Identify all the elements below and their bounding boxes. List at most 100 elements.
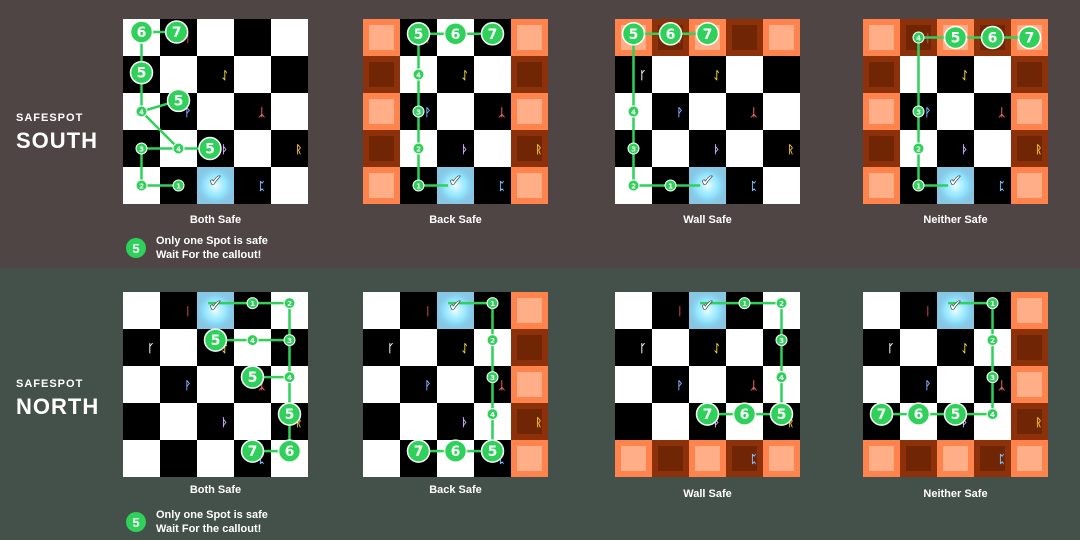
step-marker-small: 3 <box>775 334 788 347</box>
svg-text:6: 6 <box>137 25 147 41</box>
board-tile <box>937 93 974 130</box>
route-line <box>700 301 783 415</box>
board-tile <box>437 329 474 366</box>
svg-text:4: 4 <box>416 72 421 80</box>
rune-icon: ᛈ <box>998 180 1005 193</box>
step-marker-small: 4 <box>246 334 259 347</box>
rune-icon: ᚦ <box>713 143 720 156</box>
rune-icon: ᚱ <box>535 143 542 156</box>
board-tile <box>123 329 160 366</box>
svg-text:7: 7 <box>414 444 424 460</box>
rune-icon: ᛇ <box>961 69 968 82</box>
svg-text:7: 7 <box>703 407 713 423</box>
board-tile <box>974 56 1011 93</box>
board-tile <box>197 440 234 477</box>
svg-text:1: 1 <box>668 183 673 191</box>
board-tile <box>726 93 763 130</box>
route-line <box>448 301 494 452</box>
step-marker-large: 7 <box>869 402 894 426</box>
board-tile <box>726 130 763 167</box>
south-title-big: SOUTH <box>16 128 98 153</box>
board-tile <box>160 292 197 329</box>
board-tile <box>437 366 474 403</box>
board-tile <box>652 130 689 167</box>
checkmark-icon: ✔ <box>449 171 462 190</box>
board-tile <box>937 329 974 366</box>
board-tile <box>197 93 234 130</box>
rune-icon: ᛇ <box>713 69 720 82</box>
board-tile <box>974 167 1011 204</box>
step-marker-small: 4 <box>412 68 425 81</box>
board-tile <box>123 403 160 440</box>
svg-text:7: 7 <box>1025 31 1035 47</box>
board-tile <box>234 403 271 440</box>
svg-text:1: 1 <box>490 300 495 308</box>
rune-icon: ᚴ <box>639 342 646 355</box>
rune-icon: ᚱ <box>787 416 794 429</box>
step-marker-large: 5 <box>166 88 191 113</box>
step-marker-small: 4 <box>135 105 148 118</box>
board-tile <box>763 167 800 204</box>
legend-south: 5 Only one Spot is safe Wait For the cal… <box>126 234 268 262</box>
rune-icon: ᛈ <box>498 180 505 193</box>
board-tile <box>689 93 726 130</box>
svg-text:1: 1 <box>916 183 921 191</box>
svg-text:5: 5 <box>205 142 215 158</box>
rune-icon: ᚱ <box>1035 143 1042 156</box>
svg-text:5: 5 <box>777 407 787 423</box>
step-marker-small: 3 <box>912 105 925 118</box>
board-tile <box>689 366 726 403</box>
step-marker-large: 5 <box>943 25 968 50</box>
svg-text:4: 4 <box>287 374 292 382</box>
step-marker-small: 1 <box>664 179 677 192</box>
board-tile <box>123 292 160 329</box>
rune-icon: ᛁ <box>676 305 683 318</box>
board-tile <box>197 56 234 93</box>
board-tile <box>615 292 652 329</box>
checkmark-icon: ✔ <box>701 296 714 315</box>
north-title-small: SAFESPOT <box>16 378 84 390</box>
safe-tile <box>937 292 974 329</box>
board-tile <box>763 130 800 167</box>
step-marker-large: 5 <box>480 439 505 463</box>
board-tile <box>160 366 197 403</box>
svg-text:6: 6 <box>988 31 998 47</box>
svg-text:3: 3 <box>490 374 495 382</box>
rune-icon: ᛇ <box>461 342 468 355</box>
board-tile <box>123 366 160 403</box>
step-marker-large: 7 <box>695 402 720 426</box>
board-tile <box>689 56 726 93</box>
board-tile <box>160 56 197 93</box>
legend-north: 5 Only one Spot is safe Wait For the cal… <box>126 508 268 536</box>
step-marker-small: 4 <box>986 408 999 421</box>
board-tile <box>726 329 763 366</box>
svg-text:4: 4 <box>916 35 921 43</box>
board-tile <box>974 93 1011 130</box>
step-marker-large: 6 <box>443 439 468 463</box>
svg-text:5: 5 <box>951 31 961 47</box>
board-tile <box>234 93 271 130</box>
board-tile <box>900 329 937 366</box>
svg-text:3: 3 <box>287 337 292 345</box>
rune-icon: ᛈ <box>258 180 265 193</box>
rune-icon: ᛇ <box>221 342 228 355</box>
step-marker-large: 5 <box>277 402 302 426</box>
step-marker-small: 1 <box>986 297 999 310</box>
step-marker-small: 4 <box>912 31 925 44</box>
step-marker-large: 6 <box>906 402 931 426</box>
step-marker-small: 2 <box>986 334 999 347</box>
svg-text:2: 2 <box>139 183 144 191</box>
board-tile <box>937 366 974 403</box>
svg-text:6: 6 <box>666 27 676 43</box>
svg-text:3: 3 <box>779 337 784 345</box>
board-tile <box>726 366 763 403</box>
board-label: Both Safe <box>189 484 242 496</box>
board-tile <box>363 403 400 440</box>
safe-tile <box>689 292 726 329</box>
north-title: SAFESPOT NORTH <box>16 378 99 420</box>
